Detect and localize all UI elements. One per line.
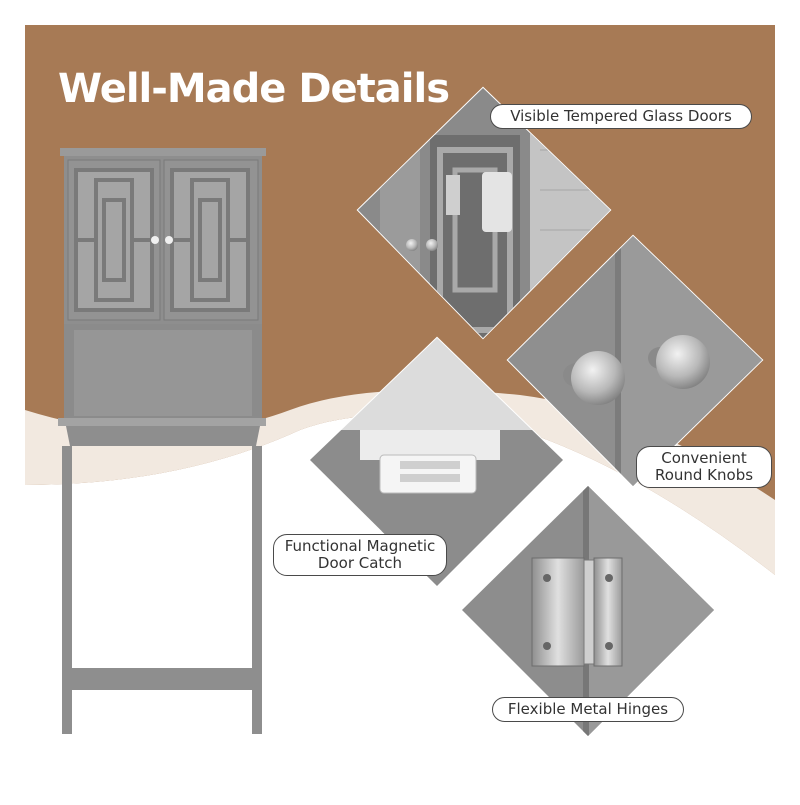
label-metal-hinges: Flexible Metal Hinges	[492, 697, 684, 722]
label-glass-doors-text: Visible Tempered Glass Doors	[510, 107, 732, 125]
label-round-knobs-line1: Convenient	[661, 449, 747, 467]
label-magnetic-catch-line1: Functional Magnetic	[284, 537, 436, 555]
label-round-knobs: Convenient Round Knobs	[636, 446, 772, 488]
cabinet-product	[58, 148, 266, 734]
label-round-knobs-line2: Round Knobs	[654, 466, 754, 484]
label-glass-doors: Visible Tempered Glass Doors	[490, 104, 752, 129]
label-metal-hinges-text: Flexible Metal Hinges	[507, 700, 669, 718]
label-magnetic-catch-line2: Door Catch	[317, 554, 403, 572]
page-title: Well-Made Details	[58, 66, 450, 112]
label-magnetic-catch: Functional Magnetic Door Catch	[273, 534, 447, 576]
